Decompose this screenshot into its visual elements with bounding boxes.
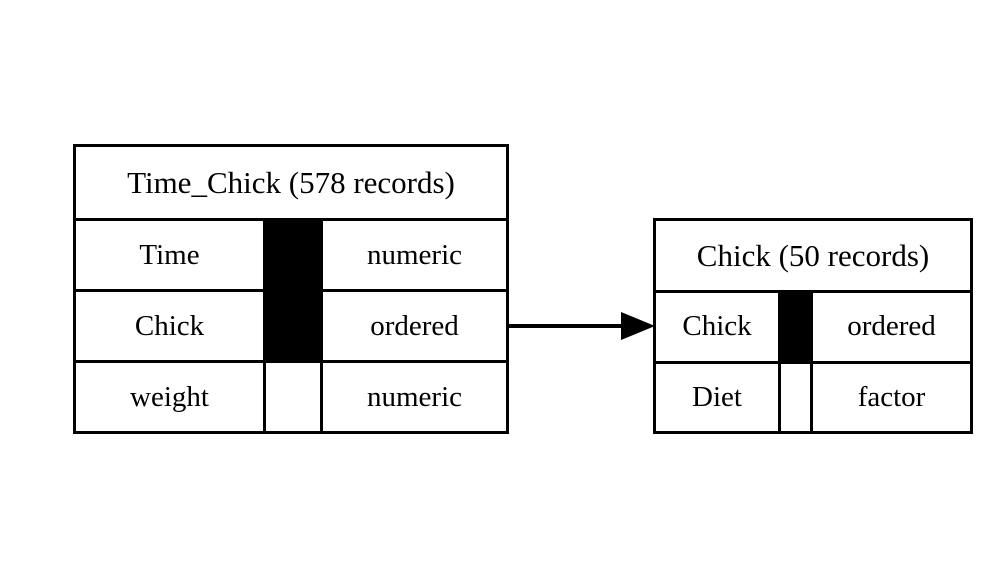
relationship-arrow-time-chick-to-chick[interactable] [505,306,657,346]
entity-header-chick: Chick (50 records) [656,221,970,293]
field-name-chick: Chick [76,292,266,360]
table-row[interactable]: Chick ordered [76,292,506,363]
table-row[interactable]: Diet factor [656,363,970,431]
arrow-icon [509,312,655,340]
entity-table-time-chick[interactable]: Time_Chick (578 records) Time numeric Ch… [73,144,509,434]
field-type-diet: factor [813,363,970,431]
entity-field-list-time-chick: Time numeric Chick ordered weight numeri… [76,221,506,431]
field-type-chick-pk: ordered [813,293,970,361]
key-marker-icon-chick-pk [781,293,813,361]
arrow-head [621,312,655,340]
field-type-chick: ordered [323,292,506,360]
key-marker-icon-time [266,221,323,289]
table-row[interactable]: Time numeric [76,221,506,292]
key-marker-icon-weight [266,363,323,431]
field-type-time: numeric [323,221,506,289]
entity-field-list-chick: Chick ordered Diet factor [656,293,970,431]
key-marker-icon-diet [781,363,813,431]
table-row[interactable]: Chick ordered [656,293,970,364]
field-name-diet: Diet [656,363,781,431]
field-name-time: Time [76,221,266,289]
field-type-weight: numeric [323,363,506,431]
table-row[interactable]: weight numeric [76,363,506,431]
key-marker-icon-chick [266,292,323,360]
entity-header-time-chick: Time_Chick (578 records) [76,147,506,221]
entity-table-chick[interactable]: Chick (50 records) Chick ordered Diet fa… [653,218,973,434]
field-name-weight: weight [76,363,266,431]
field-name-chick-pk: Chick [656,293,781,361]
